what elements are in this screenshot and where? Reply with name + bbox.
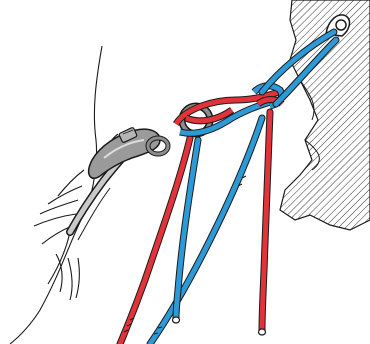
rope-ends [173,317,266,335]
climber-outline [10,46,118,344]
rope-red-tail [262,112,270,330]
